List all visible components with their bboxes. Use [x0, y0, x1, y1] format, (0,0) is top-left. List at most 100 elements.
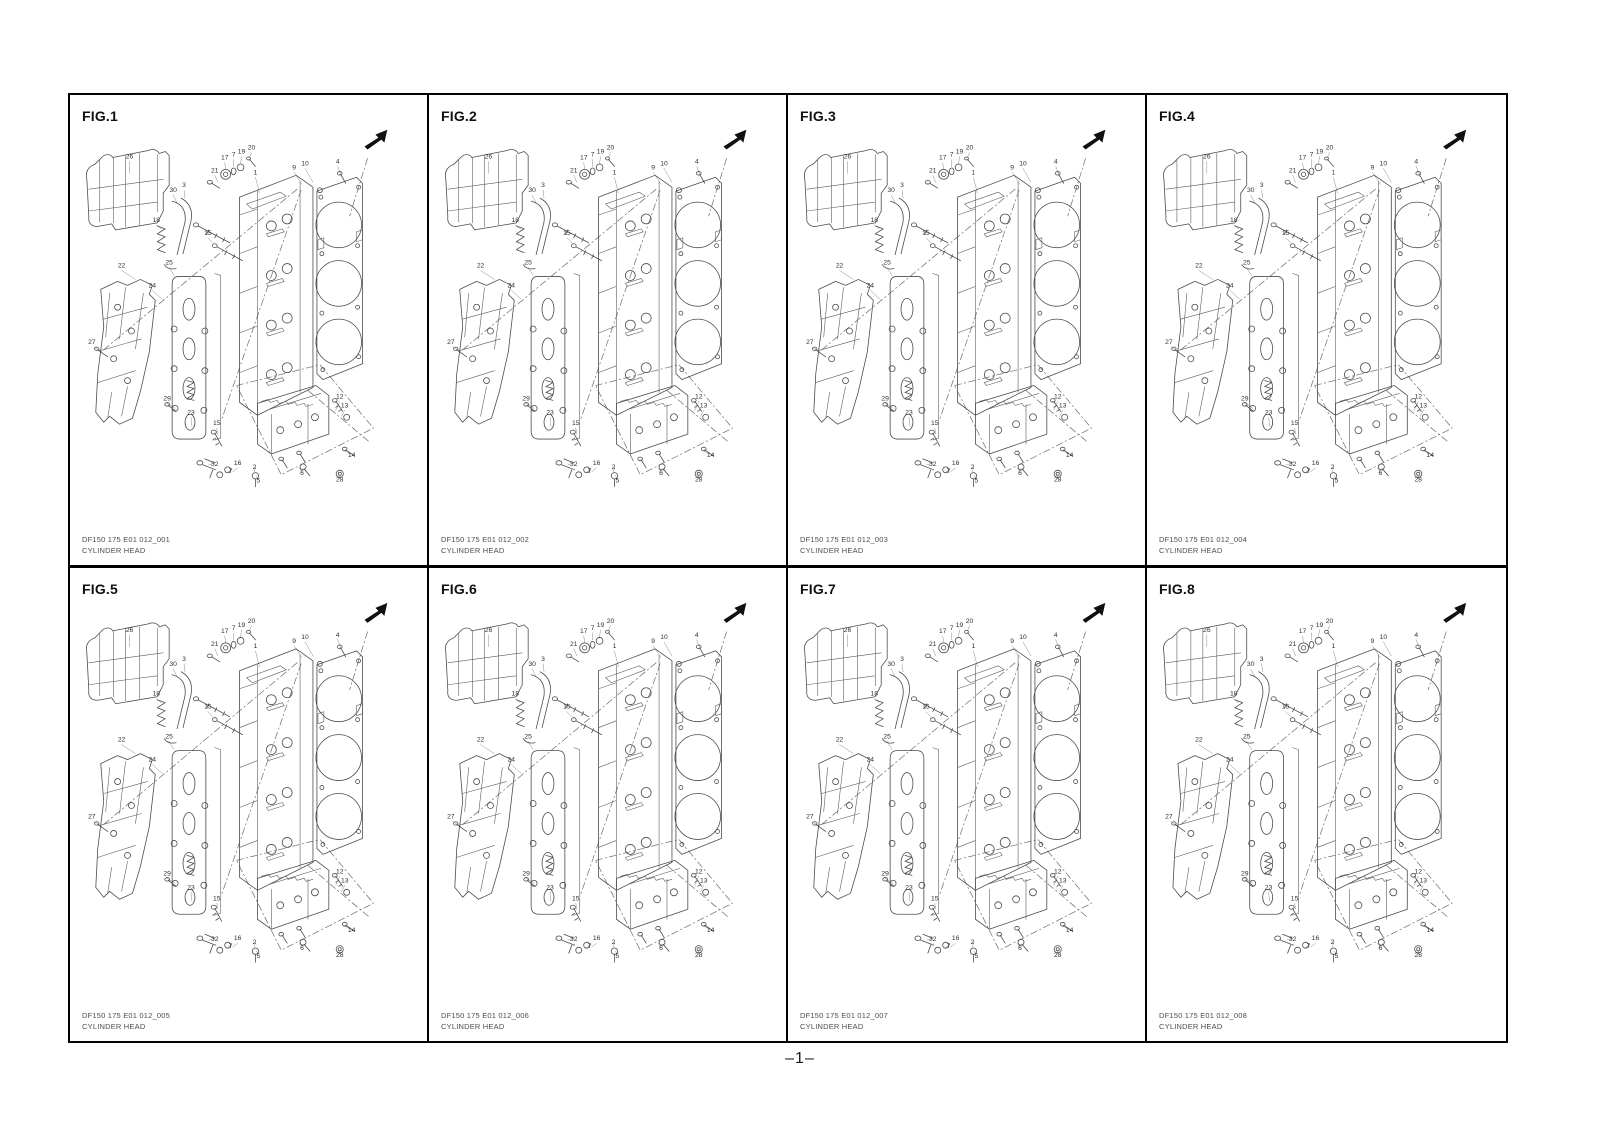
svg-text:26: 26 [126, 627, 134, 634]
svg-text:20: 20 [248, 618, 256, 625]
figure-title: CYLINDER HEAD [800, 546, 864, 555]
svg-text:19: 19 [597, 622, 605, 629]
figure-title: CYLINDER HEAD [441, 1022, 505, 1031]
svg-text:10: 10 [301, 160, 309, 167]
svg-text:16: 16 [952, 460, 960, 467]
svg-text:7: 7 [947, 468, 951, 475]
svg-text:12: 12 [1414, 868, 1422, 875]
svg-text:1: 1 [613, 169, 617, 176]
svg-text:10: 10 [301, 634, 309, 641]
svg-text:14: 14 [707, 927, 715, 934]
svg-text:20: 20 [1326, 618, 1334, 625]
svg-text:9: 9 [651, 164, 655, 171]
svg-text:12: 12 [336, 868, 344, 875]
svg-text:15: 15 [572, 895, 580, 902]
svg-text:18: 18 [1230, 691, 1238, 698]
svg-text:18: 18 [871, 691, 879, 698]
svg-text:13: 13 [700, 877, 708, 884]
figure-label: FIG.8 [1159, 581, 1196, 597]
svg-text:32: 32 [1289, 461, 1297, 468]
svg-text:3: 3 [182, 182, 186, 189]
svg-text:15: 15 [922, 230, 930, 237]
svg-text:21: 21 [1289, 641, 1297, 648]
figure-label: FIG.1 [82, 108, 119, 124]
svg-text:7: 7 [947, 943, 951, 950]
svg-text:13: 13 [1059, 402, 1067, 409]
figure-footer: DF150 175 E01 012_001 CYLINDER HEAD [82, 534, 170, 556]
svg-text:7: 7 [229, 943, 233, 950]
svg-text:19: 19 [956, 149, 964, 156]
svg-text:19: 19 [1316, 149, 1324, 156]
svg-text:3: 3 [900, 656, 904, 663]
svg-text:6: 6 [300, 945, 304, 952]
svg-text:29: 29 [163, 395, 171, 402]
svg-text:15: 15 [931, 420, 939, 427]
svg-text:7: 7 [232, 625, 236, 632]
svg-text:28: 28 [1414, 477, 1422, 484]
svg-text:17: 17 [1299, 154, 1307, 161]
svg-text:21: 21 [570, 167, 578, 174]
svg-text:32: 32 [211, 461, 219, 468]
svg-text:4: 4 [1054, 632, 1058, 639]
figure-label: FIG.2 [441, 108, 478, 124]
svg-text:14: 14 [348, 927, 356, 934]
svg-text:26: 26 [1203, 153, 1211, 160]
svg-text:27: 27 [806, 813, 814, 820]
svg-text:17: 17 [221, 154, 229, 161]
svg-text:15: 15 [572, 420, 580, 427]
svg-text:6: 6 [1018, 470, 1022, 477]
svg-text:16: 16 [234, 460, 242, 467]
svg-text:2: 2 [612, 939, 616, 946]
svg-text:5: 5 [1335, 953, 1339, 960]
svg-text:10: 10 [660, 160, 668, 167]
svg-text:30: 30 [1247, 661, 1255, 668]
svg-text:25: 25 [165, 734, 173, 741]
svg-text:3: 3 [1260, 656, 1264, 663]
svg-text:2: 2 [971, 464, 975, 471]
svg-text:15: 15 [563, 230, 571, 237]
figure-code: DF150 175 E01 012_008 [1159, 1011, 1248, 1020]
svg-text:29: 29 [881, 395, 889, 402]
figure-footer: DF150 175 E01 012_005 CYLINDER HEAD [82, 1010, 170, 1032]
figure-footer: DF150 175 E01 012_008 CYLINDER HEAD [1159, 1010, 1247, 1032]
svg-text:17: 17 [221, 628, 229, 635]
svg-text:20: 20 [607, 145, 615, 152]
svg-text:29: 29 [881, 870, 889, 877]
svg-text:29: 29 [522, 395, 530, 402]
figure-label: FIG.3 [800, 108, 837, 124]
svg-text:18: 18 [512, 691, 520, 698]
svg-text:1: 1 [1332, 643, 1336, 650]
svg-text:10: 10 [660, 634, 668, 641]
svg-text:24: 24 [149, 757, 157, 764]
svg-text:20: 20 [966, 618, 974, 625]
svg-text:7: 7 [1307, 468, 1311, 475]
svg-text:23: 23 [546, 409, 554, 416]
svg-text:24: 24 [1226, 757, 1234, 764]
svg-text:23: 23 [187, 409, 195, 416]
svg-text:4: 4 [695, 158, 699, 165]
svg-text:26: 26 [1203, 627, 1211, 634]
svg-text:32: 32 [929, 461, 937, 468]
svg-text:29: 29 [163, 870, 171, 877]
svg-text:4: 4 [1414, 158, 1418, 165]
svg-text:6: 6 [659, 470, 663, 477]
svg-text:17: 17 [580, 154, 588, 161]
svg-text:20: 20 [966, 145, 974, 152]
svg-text:20: 20 [1326, 145, 1334, 152]
svg-text:15: 15 [213, 895, 221, 902]
svg-text:22: 22 [1195, 263, 1203, 270]
svg-text:12: 12 [695, 393, 703, 400]
svg-text:10: 10 [1380, 634, 1388, 641]
svg-text:15: 15 [213, 420, 221, 427]
svg-text:24: 24 [1226, 282, 1234, 289]
svg-text:24: 24 [867, 757, 875, 764]
svg-text:29: 29 [1241, 870, 1249, 877]
